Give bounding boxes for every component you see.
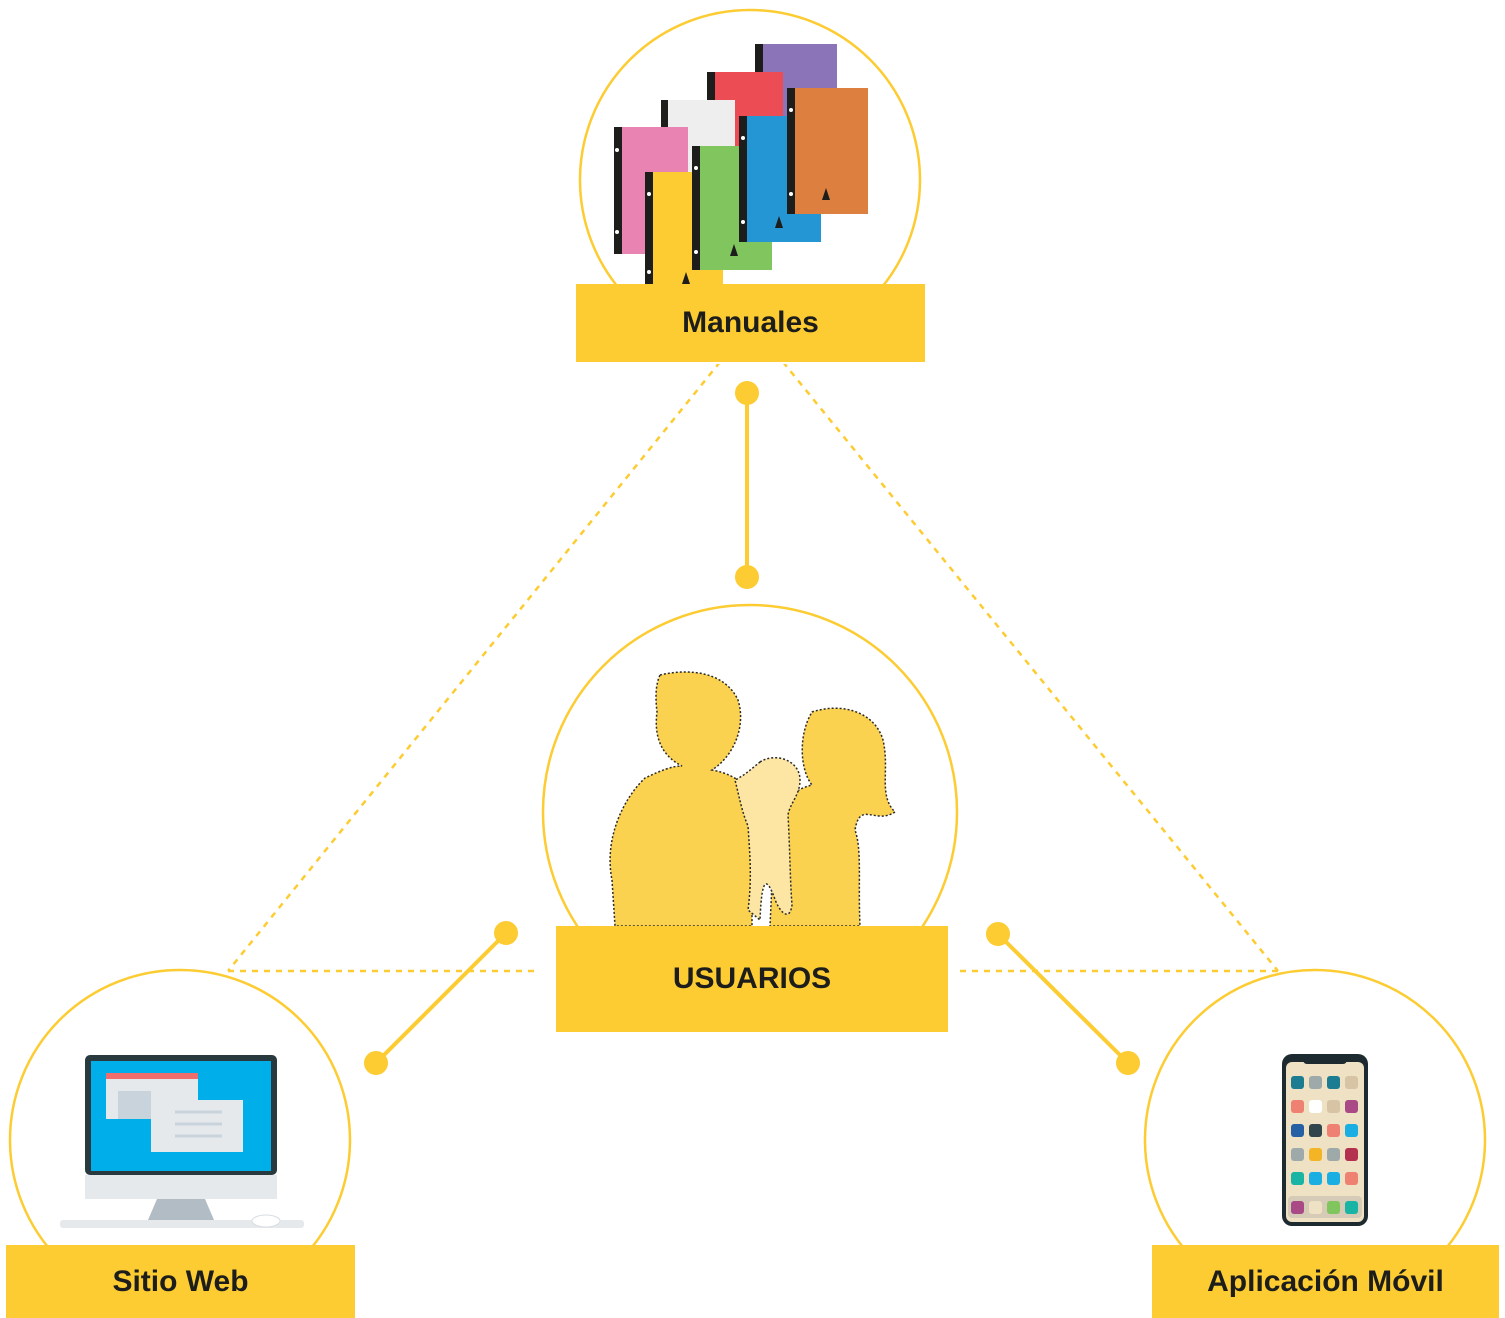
- sitio-web-label-box: [6, 1245, 355, 1318]
- connector-dot: [986, 922, 1010, 946]
- family-icon: [609, 671, 897, 927]
- edge-manuales-web: [227, 361, 721, 972]
- smartphone-icon: [1282, 1054, 1368, 1226]
- desktop-computer-icon: [60, 1055, 304, 1228]
- notebooks-icon: [614, 44, 868, 284]
- connector-dot: [735, 565, 759, 589]
- connector-dot: [1116, 1051, 1140, 1075]
- connectors: [364, 381, 1140, 1075]
- manuales-label-box: [576, 284, 925, 362]
- sitio-web-label: Sitio Web: [112, 1264, 249, 1298]
- connector-dot: [364, 1051, 388, 1075]
- aplicacion-movil-label-box: [1152, 1245, 1499, 1318]
- edge-manuales-movil: [782, 361, 1279, 972]
- aplicacion-movil-label: Aplicación Móvil: [1207, 1264, 1444, 1298]
- connector-dot: [735, 381, 759, 405]
- triangle-outline: [227, 361, 1279, 973]
- usuarios-label: USUARIOS: [672, 962, 832, 995]
- connector-dot: [494, 921, 518, 945]
- manuales-label: Manuales: [682, 306, 819, 339]
- usuarios-label-box: [556, 926, 948, 1032]
